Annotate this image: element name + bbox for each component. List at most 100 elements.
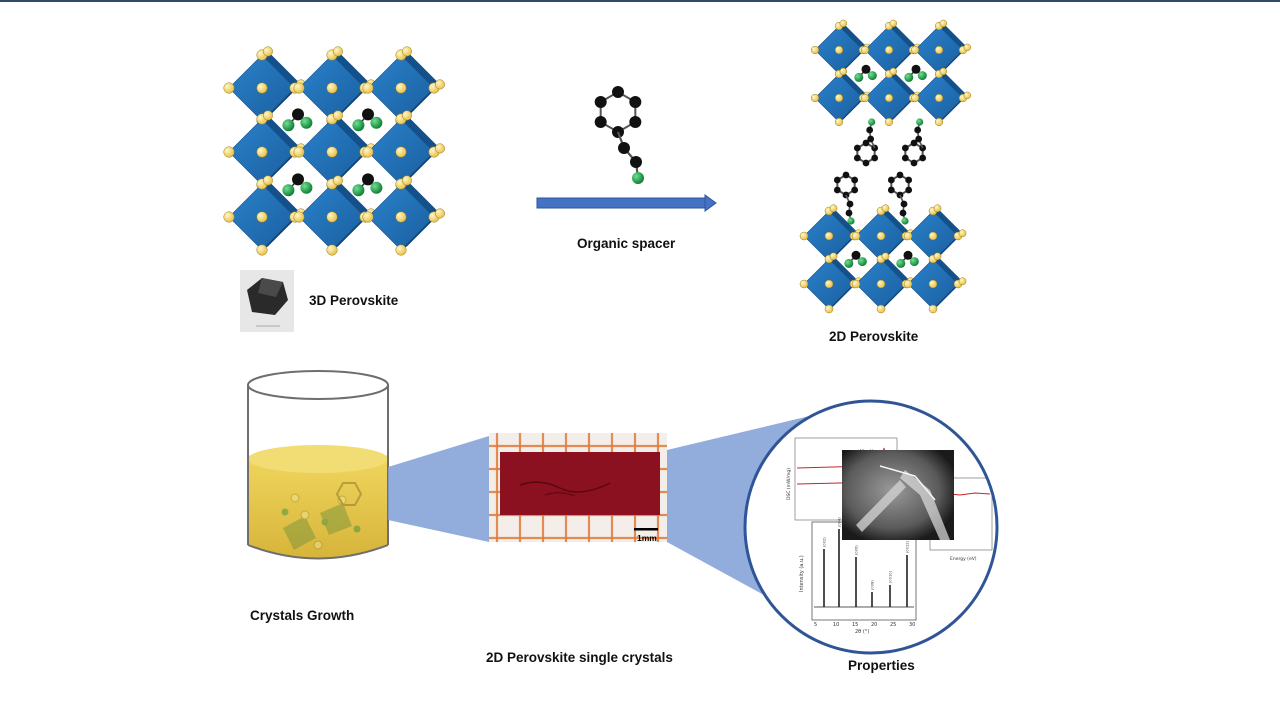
anion-atom	[395, 146, 407, 158]
anion-atom	[810, 45, 820, 55]
nitrogen-atom	[282, 184, 295, 197]
carbon-atom	[362, 108, 374, 121]
anion-atom	[395, 211, 407, 223]
anion-atom	[395, 82, 407, 94]
reaction-arrow	[536, 194, 717, 212]
carbon-atom	[901, 154, 909, 162]
anion-atom	[256, 146, 268, 158]
anion-atom	[963, 43, 972, 52]
anion-atom	[884, 93, 894, 103]
anion-atom	[223, 82, 235, 94]
anion-atom	[326, 146, 338, 158]
ammonium-cation	[904, 64, 927, 82]
carbon-atom	[845, 209, 853, 217]
anion-atom	[434, 143, 445, 154]
anion-atom	[362, 211, 374, 223]
carbon-atom	[629, 96, 642, 108]
ammonium-cation	[896, 250, 919, 268]
nitrogen-atom	[352, 119, 365, 132]
anion-atom	[928, 304, 938, 314]
xrd-ylabel: Intensity (a.u.)	[799, 555, 805, 592]
carbon-atom	[905, 176, 913, 184]
ammonium-cation	[282, 108, 313, 132]
carbon-atom	[853, 144, 861, 152]
carbon-atom	[867, 135, 875, 143]
carbon-atom	[842, 171, 850, 179]
anion-atom	[293, 146, 305, 158]
anion-atom	[810, 93, 820, 103]
label-properties: Properties	[848, 658, 915, 673]
nitrogen-atom	[867, 71, 877, 81]
anion-atom	[834, 117, 844, 127]
anion-atom	[332, 175, 343, 186]
carbon-atom	[362, 173, 374, 186]
anion-atom	[881, 204, 890, 213]
anion-atom	[939, 67, 948, 76]
perovskite-3d-structure	[223, 46, 445, 256]
anion-atom	[332, 110, 343, 121]
xrd-tick-label: 10	[833, 622, 839, 628]
octahedron	[362, 46, 445, 127]
carbon-atom	[900, 200, 908, 208]
pl-xlabel: Energy (eV)	[950, 556, 977, 562]
nitrogen-atom	[857, 257, 867, 267]
nitrogen-atom	[370, 181, 383, 194]
octahedron	[293, 110, 376, 191]
carbon-atom	[896, 171, 904, 179]
carbon-atom	[629, 116, 642, 128]
anion-atom	[256, 244, 268, 256]
perovskite-2d-structure	[799, 19, 972, 314]
beaker	[247, 370, 389, 560]
ammonium-cation	[844, 250, 867, 268]
carbon-atom	[292, 108, 304, 121]
anion-atom	[262, 46, 273, 57]
carbon-atom	[911, 64, 921, 74]
anion-atom	[963, 91, 972, 100]
carbon-atom	[914, 126, 922, 134]
carbon-atom	[910, 159, 918, 167]
anion-atom	[889, 19, 898, 28]
benzene-ring	[887, 171, 913, 199]
spacer-cation	[853, 118, 879, 167]
anion-atom	[395, 244, 407, 256]
nitrogen-atom	[854, 72, 864, 82]
label-2d-perovskite: 2D Perovskite	[829, 329, 919, 344]
anion-atom	[434, 208, 445, 219]
carbon-atom	[862, 139, 870, 147]
carbon-atom	[594, 116, 607, 128]
carbon-atom	[910, 139, 918, 147]
anion-atom	[434, 79, 445, 90]
ammonium-cation	[854, 64, 877, 82]
anion-atom	[799, 231, 809, 241]
carbon-atom	[901, 144, 909, 152]
anion-atom	[293, 211, 305, 223]
anion-atom	[839, 67, 848, 76]
anion-atom	[958, 229, 967, 238]
spacer-cation	[901, 118, 927, 167]
benzene-ring	[594, 86, 642, 138]
anion-atom	[262, 175, 273, 186]
xrd-tick-label: 30	[909, 622, 915, 628]
perovskite-3d-crystal-photo	[240, 270, 294, 332]
carbon-atom	[851, 186, 859, 194]
carbon-atom	[853, 154, 861, 162]
xrd-xlabel: 2θ (°)	[855, 629, 869, 635]
anion-atom	[903, 231, 913, 241]
nitrogen-atom	[909, 257, 919, 267]
properties-magnifier: Heating DSC (mW/mg) Energy (eV) 51015202…	[743, 399, 999, 655]
carbon-atom	[887, 176, 895, 184]
carbon-atom	[851, 250, 861, 260]
carbon-atom	[866, 126, 874, 134]
nitrogen-atom	[300, 181, 313, 194]
anion-atom	[889, 67, 898, 76]
nitrogen-atom	[901, 217, 909, 225]
zoom-projection-left	[388, 436, 489, 542]
ammonium-cation	[352, 108, 383, 132]
carbon-atom	[899, 209, 907, 217]
anion-atom	[933, 252, 942, 261]
anion-atom	[876, 231, 886, 241]
label-organic-spacer: Organic spacer	[577, 236, 676, 251]
benzene-ring	[853, 139, 879, 167]
xrd-peak-label: (002)	[823, 537, 827, 547]
